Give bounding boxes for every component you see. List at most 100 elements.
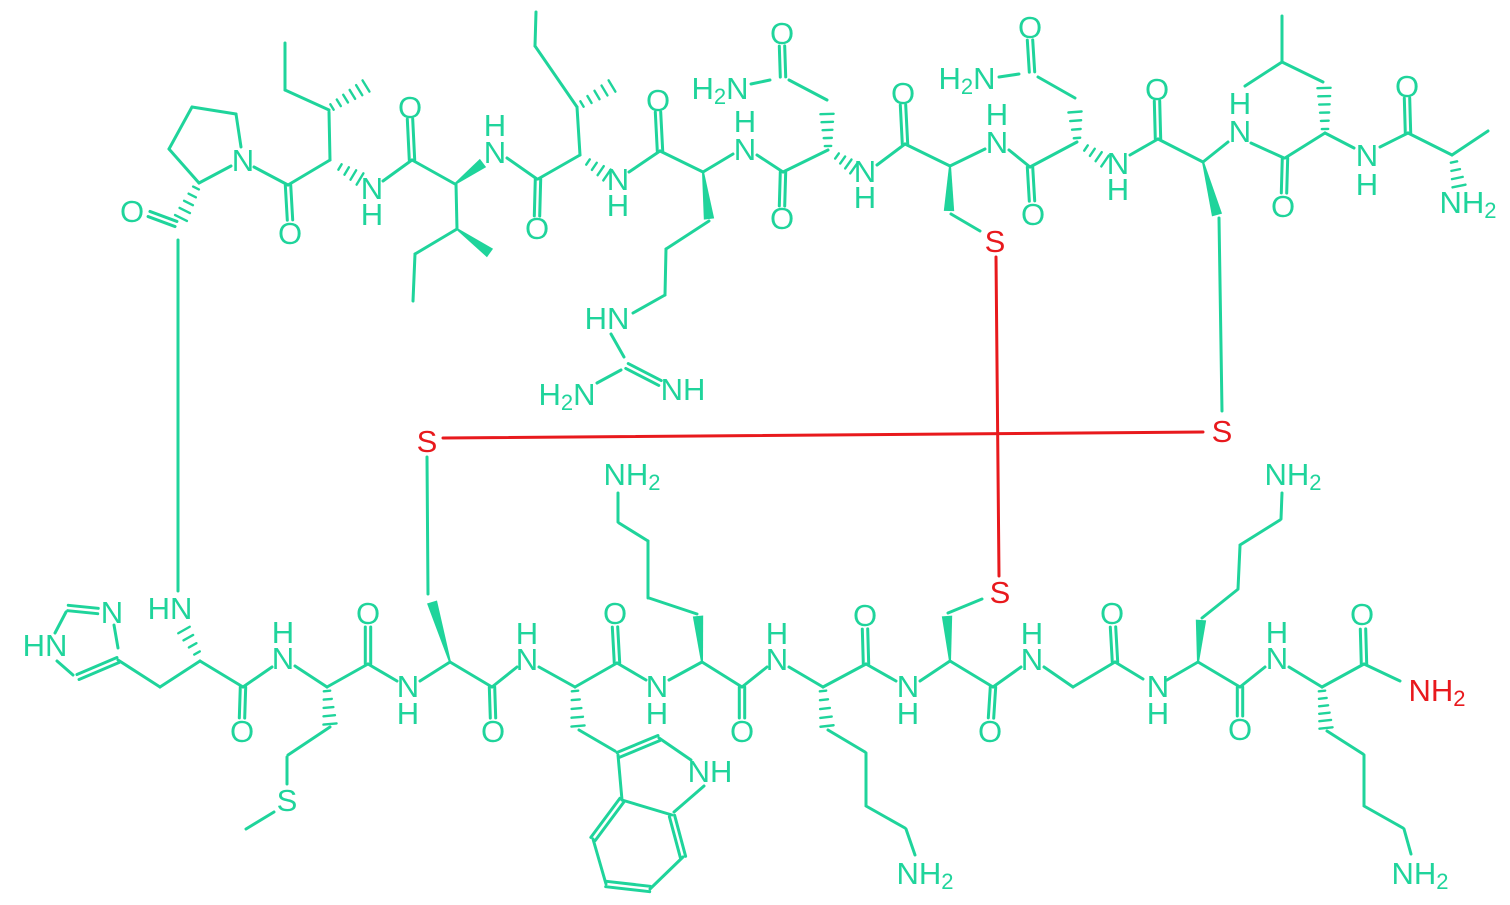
bond-hash: [833, 152, 841, 160]
bond-single: [1320, 662, 1366, 689]
bond-single: [286, 725, 332, 757]
bond-single: [252, 165, 290, 187]
bond-hash: [337, 163, 343, 171]
bond-wedge: [456, 228, 494, 258]
bond-single: [787, 665, 825, 689]
bond-single: [991, 665, 1023, 689]
atom-label-s: S: [990, 575, 1011, 610]
atom-label-o: O: [356, 596, 380, 631]
atom-label-n: N: [646, 669, 668, 704]
bond-double: [860, 627, 865, 666]
bond-single: [620, 798, 674, 817]
bond-hash: [1070, 127, 1082, 131]
bond-single: [826, 728, 867, 754]
bond-double: [1031, 38, 1037, 74]
bond-single: [903, 142, 952, 168]
bond-single: [1042, 665, 1075, 689]
atom-label-h: H: [897, 696, 919, 731]
atom-label-n: N: [897, 669, 919, 704]
bond-single: [994, 255, 1001, 578]
bond-single: [1243, 60, 1284, 88]
bond-single: [1325, 729, 1365, 756]
bond-wedge: [427, 600, 451, 663]
bond-hash: [819, 715, 833, 720]
bond-double: [1031, 165, 1037, 203]
bond-double: [1152, 99, 1157, 141]
bond-single: [787, 78, 829, 102]
bond-double: [992, 685, 998, 720]
bond-double: [673, 813, 688, 858]
bond-single: [609, 332, 626, 359]
bond-single: [1450, 129, 1490, 157]
bond-single: [657, 736, 693, 762]
atom-label-n: N: [101, 595, 123, 630]
bond-single: [1201, 140, 1230, 164]
bond-double: [1108, 625, 1114, 664]
bond-single: [197, 164, 233, 185]
bond-hash: [1317, 696, 1328, 701]
bond-single: [425, 455, 430, 596]
atom-label-h2n: H2N: [938, 61, 995, 99]
bond-hash: [1100, 154, 1110, 168]
bond-hash: [191, 185, 201, 191]
bond-single: [627, 149, 662, 174]
bond-double: [617, 738, 662, 759]
bond-single: [55, 659, 75, 677]
bond-double: [624, 366, 661, 387]
atom-label-h: H: [854, 180, 876, 215]
atom-label-o: O: [1271, 189, 1295, 224]
bond-single: [948, 659, 995, 689]
atom-label-h: H: [361, 197, 383, 232]
bond-hash: [818, 706, 832, 711]
bond-single: [418, 660, 452, 683]
bond-single: [286, 158, 332, 187]
atom-label-h: H: [766, 616, 788, 651]
bond-single: [381, 158, 414, 183]
bond-double: [616, 625, 622, 665]
atom-label-o: O: [1145, 72, 1169, 107]
bond-double: [532, 177, 537, 218]
bond-hash: [607, 79, 617, 93]
bond-single: [946, 597, 984, 615]
bond-hash: [343, 166, 351, 176]
bond-hash: [342, 93, 350, 104]
bond-hash: [182, 199, 195, 207]
bond-single: [864, 804, 907, 830]
bond-single: [664, 219, 711, 251]
bond-single: [667, 660, 704, 682]
atom-label-o: O: [978, 714, 1002, 749]
bond-single: [1362, 662, 1402, 683]
bond-double: [237, 685, 242, 720]
atom-label-h: H: [1147, 696, 1169, 731]
atom-label-h: H: [607, 188, 629, 223]
bond-hash: [329, 103, 335, 111]
bond-single: [997, 72, 1021, 79]
bond-single: [167, 105, 194, 151]
bond-wedge: [941, 615, 953, 662]
atom-label-n: N: [484, 135, 506, 170]
bond-single: [198, 659, 245, 689]
bond-double: [1285, 156, 1290, 195]
bond-single: [647, 596, 699, 616]
bond-single: [781, 148, 830, 174]
bond-hash: [590, 161, 598, 172]
bond-single: [658, 149, 705, 174]
atom-label-nh2: NH2: [1264, 457, 1321, 495]
atom-label-o: O: [770, 16, 794, 51]
atom-label-n: N: [1107, 146, 1129, 181]
bond-hash: [843, 158, 853, 170]
bond-single: [617, 521, 650, 543]
bond-single: [700, 660, 744, 689]
bond-wedge: [454, 158, 487, 185]
atom-label-nh: NH: [661, 372, 706, 407]
atom-label-nh: NH: [688, 754, 733, 789]
bond-hash: [178, 206, 192, 215]
bond-hash: [322, 714, 337, 718]
bond-single: [327, 110, 332, 162]
bond-single: [325, 662, 370, 689]
atom-label-h: H: [272, 615, 294, 650]
bond-hash: [1069, 119, 1083, 123]
bond-hash: [600, 84, 609, 97]
bond-single: [1406, 131, 1454, 157]
bond-double: [1402, 96, 1407, 135]
